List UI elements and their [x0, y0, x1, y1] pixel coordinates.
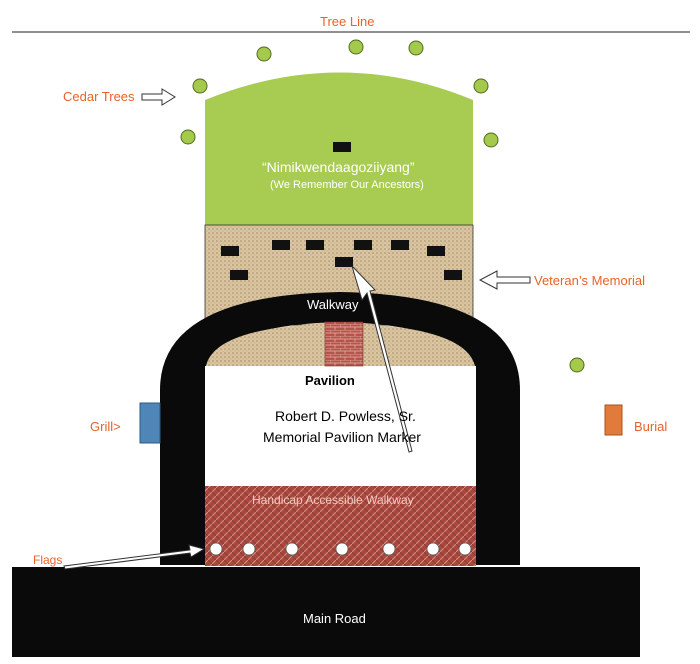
veteran-stone-icon: [333, 142, 351, 152]
grill-label: Grill>: [90, 419, 121, 434]
flags-arrow-icon: [63, 544, 206, 570]
main-road-label: Main Road: [303, 611, 366, 626]
cedar-tree-icon: [348, 39, 364, 55]
veterans-arrow-icon: [478, 270, 531, 290]
cedar-arrow-icon: [141, 88, 176, 106]
flag-icon: [285, 542, 299, 556]
grill: [139, 402, 161, 444]
marker-arrow-icon: [351, 265, 413, 453]
veteran-stone-icon: [306, 240, 324, 250]
flag-icon: [242, 542, 256, 556]
cedar-tree-icon: [256, 46, 272, 62]
veteran-stone-icon: [335, 257, 353, 267]
pavilion-marker-brick: [324, 321, 364, 367]
marker-label-line1: Robert D. Powless, Sr.: [275, 408, 416, 424]
ancestors-subtitle: (We Remember Our Ancestors): [270, 179, 424, 191]
flag-icon: [335, 542, 349, 556]
veteran-stone-icon: [444, 270, 462, 280]
burial-label: Burial: [634, 419, 668, 434]
cedar-tree-icon: [569, 357, 585, 373]
veteran-stone-icon: [427, 246, 445, 256]
flag-icon: [426, 542, 440, 556]
flag-icon: [458, 542, 472, 556]
tree-line-label: Tree Line: [320, 14, 375, 29]
cedar-tree-icon: [180, 129, 196, 145]
pavilion-area: [205, 366, 476, 486]
walkway-arch: [160, 292, 520, 565]
burial-plot: [604, 404, 623, 436]
cedar-tree-icon: [473, 78, 489, 94]
handicap-walkway-label: Handicap Accessible Walkway: [252, 493, 414, 507]
veteran-stone-icon: [391, 240, 409, 250]
veteran-stone-icon: [354, 240, 372, 250]
veteran-stone-icon: [221, 246, 239, 256]
flags-label: Flags: [33, 553, 63, 567]
cedar-tree-icon: [192, 78, 208, 94]
cedar-tree-icon: [408, 40, 424, 56]
walkway-label: Walkway: [307, 297, 359, 312]
veteran-stone-icon: [272, 240, 290, 250]
cedar-tree-icon: [483, 132, 499, 148]
veteran-stones-group: [221, 142, 462, 280]
flags-group: [209, 542, 472, 556]
veterans-memorial-label: Veteran’s Memorial: [534, 273, 646, 288]
veteran-stone-icon: [230, 270, 248, 280]
cedar-trees-label: Cedar Trees: [63, 89, 135, 104]
flag-icon: [209, 542, 223, 556]
main-road: [12, 567, 640, 657]
cedar-trees-group: [180, 39, 585, 373]
pavilion-label: Pavilion: [305, 373, 355, 388]
marker-label-line2: Memorial Pavilion Marker: [263, 429, 421, 445]
ancestors-title: “Nimikwendaagoziiyang”: [262, 159, 415, 175]
flag-icon: [382, 542, 396, 556]
